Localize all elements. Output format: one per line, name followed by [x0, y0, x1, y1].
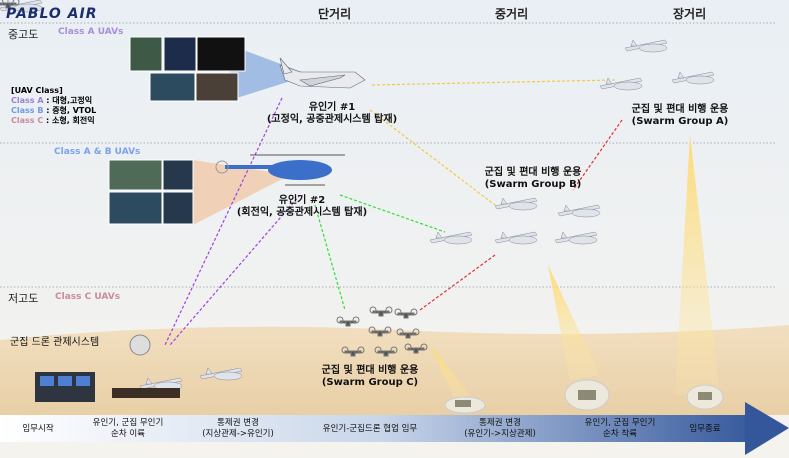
- manned-aircraft-2-label: 유인기 #2(회전익, 공중관제시스템 탑재): [236, 195, 368, 218]
- timeline-step-5: 통제권 변경(유인기->지상관제): [464, 418, 536, 439]
- legend-title: [UAV Class]: [11, 86, 63, 95]
- class-c-label: Class C UAVs: [55, 292, 121, 302]
- timeline-step-4: 유인기-군집드론 협업 임무: [322, 424, 418, 434]
- class-a-label: Class A UAVs: [58, 27, 124, 37]
- swarm-group-a-label: 군집 및 편대 비행 운용(Swarm Group A): [631, 104, 729, 127]
- column-short-range: 단거리: [318, 7, 352, 21]
- timeline-arrowhead: [745, 402, 789, 455]
- column-mid-range: 중거리: [495, 7, 529, 21]
- timeline-bar: [0, 415, 760, 442]
- pablo-air-logo: PABLO AIR: [6, 6, 98, 22]
- altitude-medium: 중고도: [8, 28, 39, 41]
- column-long-range: 장거리: [673, 7, 707, 21]
- ground-control-label: 군집 드론 관제시스템: [10, 337, 100, 348]
- legend-item-b: Class B : 중형, VTOL: [11, 106, 97, 115]
- swarm-group-b-label: 군집 및 편대 비행 운용(Swarm Group B): [484, 167, 582, 190]
- legend-item-c: Class C : 소형, 회전익: [11, 116, 95, 125]
- timeline-step-3: 통제권 변경(지상관제->유인기): [202, 418, 274, 439]
- legend-item-a: Class A : 대형,고정익: [11, 96, 93, 105]
- class-ab-label: Class A & B UAVs: [54, 147, 141, 157]
- timeline-step-7: 임무종료: [689, 424, 721, 434]
- timeline-step-1: 임무시작: [22, 424, 54, 434]
- swarm-group-c-label: 군집 및 편대 비행 운용(Swarm Group C): [321, 365, 419, 388]
- manned-aircraft-1-label: 유인기 #1(고정익, 공중관제시스템 탑재): [266, 102, 398, 125]
- altitude-low: 저고도: [8, 292, 39, 305]
- uav-class-legend: [UAV Class] Class A : 대형,고정익 Class B : 중…: [11, 86, 96, 126]
